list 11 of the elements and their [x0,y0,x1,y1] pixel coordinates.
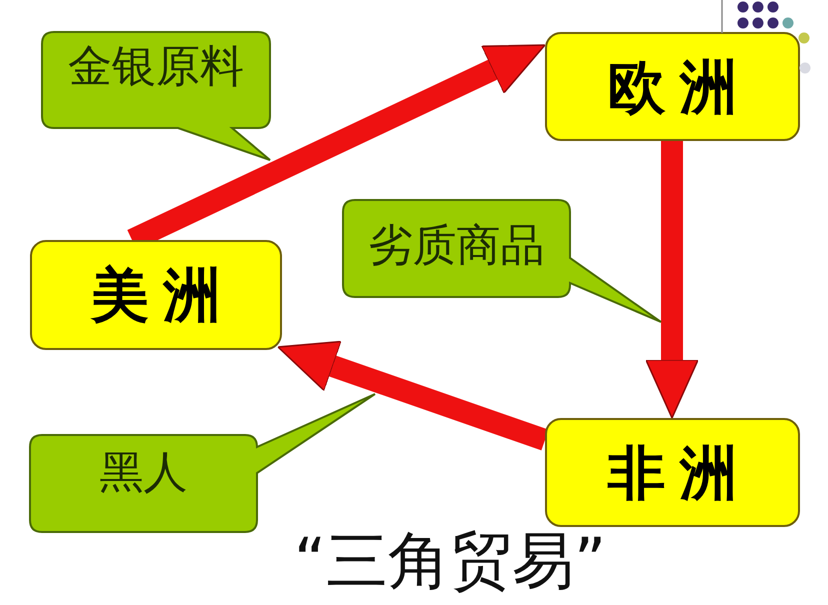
arrow [645,141,699,419]
rounded-box [30,240,282,350]
continent-name: 欧洲 [606,58,752,116]
continent-name: 非洲 [606,444,752,502]
continent-name: 美洲 [90,266,235,324]
caption: “三角贸易” [294,530,606,592]
rounded-box [545,32,800,141]
callout-text: 黑人 [98,451,188,495]
callout-text: 劣质商品 [368,224,546,268]
rounded-box [545,418,800,527]
callout-text: 金银原料 [67,45,245,89]
